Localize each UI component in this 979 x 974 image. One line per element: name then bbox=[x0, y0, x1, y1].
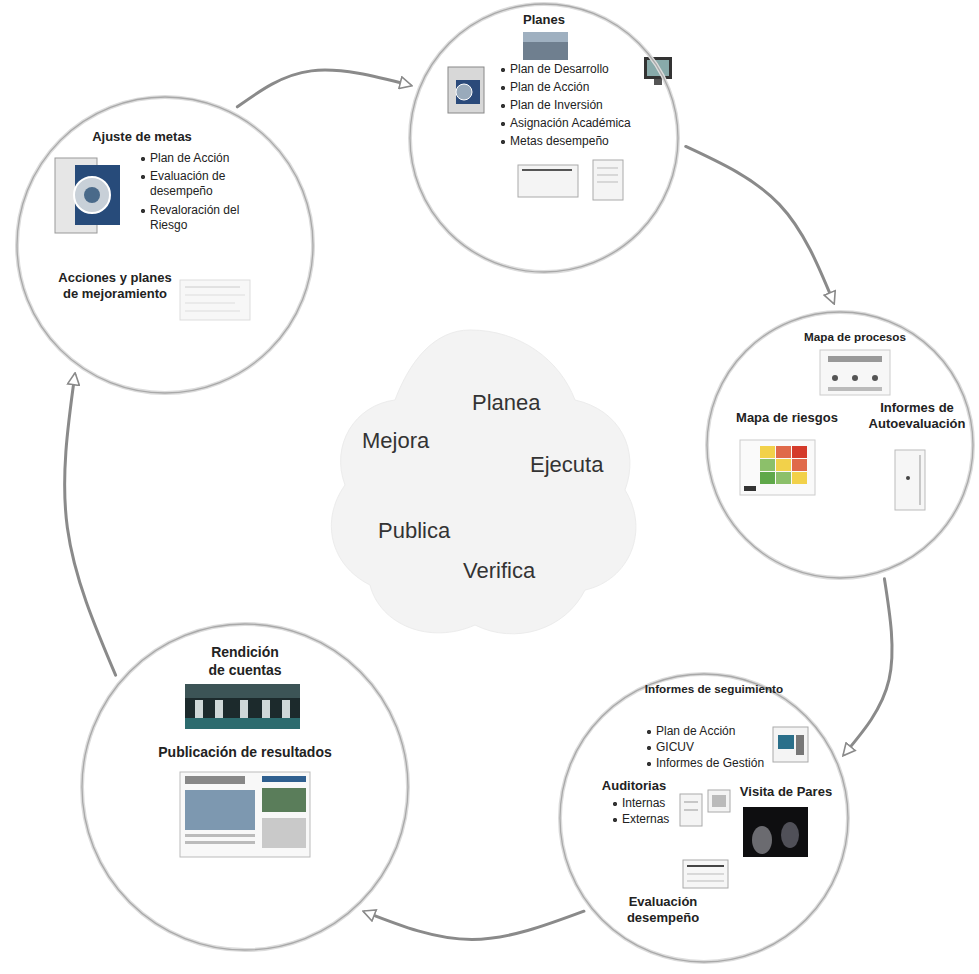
circle-shadow bbox=[17, 97, 313, 393]
heading-text: Evaluación desempeño bbox=[618, 894, 708, 927]
circle-border bbox=[410, 4, 678, 272]
heading-text: Informes de seguimiento bbox=[644, 682, 784, 697]
bullet-item: Asignación Académica bbox=[500, 116, 650, 131]
phase-word: Publica bbox=[378, 518, 450, 544]
bullet-item: Metas desempeño bbox=[500, 134, 640, 149]
bullet-item: Evaluación de desempeño bbox=[140, 169, 258, 199]
heading-text: Mapa de riesgos bbox=[727, 410, 847, 426]
circle-outline bbox=[705, 310, 975, 580]
cycle-circle: Ajuste de metasPlan de AcciónEvaluación … bbox=[15, 95, 315, 395]
bullet-item: Plan de Acción bbox=[140, 151, 258, 166]
plans-images bbox=[448, 32, 672, 200]
heading-text: Rendición de cuentas bbox=[203, 644, 287, 679]
cycle-circle: Mapa de procesosMapa de riesgos Informes … bbox=[705, 310, 975, 580]
bullet-item: Internas bbox=[612, 796, 682, 811]
accountability-images bbox=[180, 684, 310, 857]
heading-text: Acciones y planes de mejoramiento bbox=[55, 270, 175, 303]
bullet-item: Plan de Acción bbox=[646, 724, 776, 739]
circle-shadow bbox=[410, 4, 678, 272]
bullet-item: Plan de Acción bbox=[500, 80, 640, 95]
heading-text: Mapa de procesos bbox=[790, 330, 920, 345]
bullet-item: GICUV bbox=[646, 740, 776, 755]
bullet-item: Plan de Inversión bbox=[500, 98, 640, 113]
circle-border bbox=[17, 97, 313, 393]
heading-text: Informes de Autoevaluación bbox=[865, 400, 969, 433]
cycle-circle: Informes de seguimientoPlan de AcciónGIC… bbox=[558, 672, 850, 964]
phase-word: Planea bbox=[472, 390, 541, 416]
bullet-item: Revaloración del Riesgo bbox=[140, 203, 258, 233]
circle-outline bbox=[558, 672, 850, 964]
bullet-item: Informes de Gestión bbox=[646, 756, 776, 771]
bullet-item: Plan de Desarrollo bbox=[500, 62, 640, 77]
cycle-arrow bbox=[844, 579, 892, 754]
circle-shadow bbox=[82, 624, 408, 950]
cycle-arrow bbox=[237, 70, 410, 107]
background-figure bbox=[331, 330, 636, 634]
cycle-arrow bbox=[65, 375, 116, 675]
circle-border bbox=[560, 674, 848, 962]
circle-shadow bbox=[707, 312, 973, 578]
circle-border bbox=[707, 312, 973, 578]
heading-text: Ajuste de metas bbox=[77, 129, 207, 145]
cycle-arrow bbox=[365, 911, 584, 939]
phase-word: Verifica bbox=[463, 558, 535, 584]
cycle-circle: Rendición de cuentasPublicación de resul… bbox=[80, 622, 410, 952]
phase-word: Mejora bbox=[362, 428, 429, 454]
heading-text: Visita de Pares bbox=[734, 784, 838, 800]
heading-text: Auditorias bbox=[594, 778, 674, 794]
cycle-circle: PlanesPlan de DesarrolloPlan de AcciónPl… bbox=[408, 2, 680, 274]
circle-shadow bbox=[560, 674, 848, 962]
heading-text: Publicación de resultados bbox=[120, 744, 370, 762]
circle-border bbox=[82, 624, 408, 950]
bullet-item: Externas bbox=[612, 812, 682, 827]
phase-word: Ejecuta bbox=[530, 452, 603, 478]
heading-text: Planes bbox=[504, 12, 584, 28]
cycle-arrow bbox=[686, 146, 834, 302]
